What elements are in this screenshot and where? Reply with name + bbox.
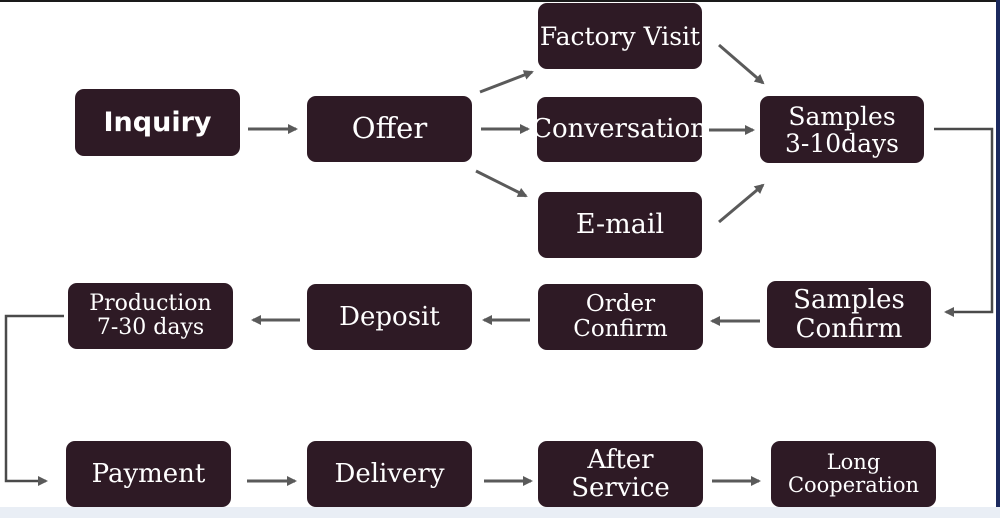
arrow-factory-visit-samples <box>718 43 765 85</box>
node-production-label-2: 7-30 days <box>96 315 205 340</box>
node-factory-visit: Factory Visit <box>538 3 702 69</box>
node-inquiry-label: Inquiry <box>103 106 212 138</box>
node-email: E-mail <box>538 192 702 258</box>
node-samples-confirm-label-2: Confirm <box>795 313 903 344</box>
node-production: Production 7-30 days <box>68 283 233 349</box>
node-delivery-label: Delivery <box>334 458 445 489</box>
node-samples-confirm: Samples Confirm <box>767 281 931 348</box>
node-samples: Samples 3-10days <box>760 96 924 163</box>
node-order-confirm-label-1: Order <box>585 291 656 318</box>
node-long-cooperation-label-1: Long <box>826 450 881 475</box>
node-payment-label: Payment <box>91 458 206 489</box>
node-factory-visit-label: Factory Visit <box>539 21 701 51</box>
node-payment: Payment <box>66 441 231 507</box>
node-after-service: After Service <box>538 441 703 507</box>
node-long-cooperation: Long Cooperation <box>771 441 936 507</box>
node-order-confirm: Order Confirm <box>538 284 703 350</box>
frame-bottom-strip <box>0 507 1000 518</box>
arrow-email-samples <box>718 183 765 224</box>
connector-samples-to-samples-confirm <box>934 127 994 317</box>
node-samples-label-2: 3-10days <box>784 128 900 158</box>
node-long-cooperation-label-2: Cooperation <box>787 473 920 497</box>
node-email-label: E-mail <box>575 209 665 241</box>
node-after-service-label-2: Service <box>571 473 670 503</box>
node-delivery: Delivery <box>307 441 472 507</box>
node-after-service-label-1: After <box>587 444 654 475</box>
node-inquiry: Inquiry <box>75 89 240 156</box>
node-samples-confirm-label-1: Samples <box>793 285 905 316</box>
node-conversation: Conversation <box>532 97 707 162</box>
node-order-confirm-label-2: Confirm <box>573 316 668 342</box>
frame-right-border <box>996 0 1000 508</box>
connector-production-to-payment <box>4 314 64 486</box>
node-deposit: Deposit <box>307 284 472 350</box>
node-samples-label-1: Samples <box>788 101 896 131</box>
arrow-offer-email <box>475 169 528 198</box>
node-deposit-label: Deposit <box>339 301 440 332</box>
arrow-offer-factory-visit <box>479 70 534 94</box>
node-offer: Offer <box>307 96 472 162</box>
frame-top-border <box>0 0 1000 2</box>
node-offer-label: Offer <box>351 111 428 146</box>
node-production-label-1: Production <box>89 291 212 317</box>
node-conversation-label: Conversation <box>532 114 707 145</box>
